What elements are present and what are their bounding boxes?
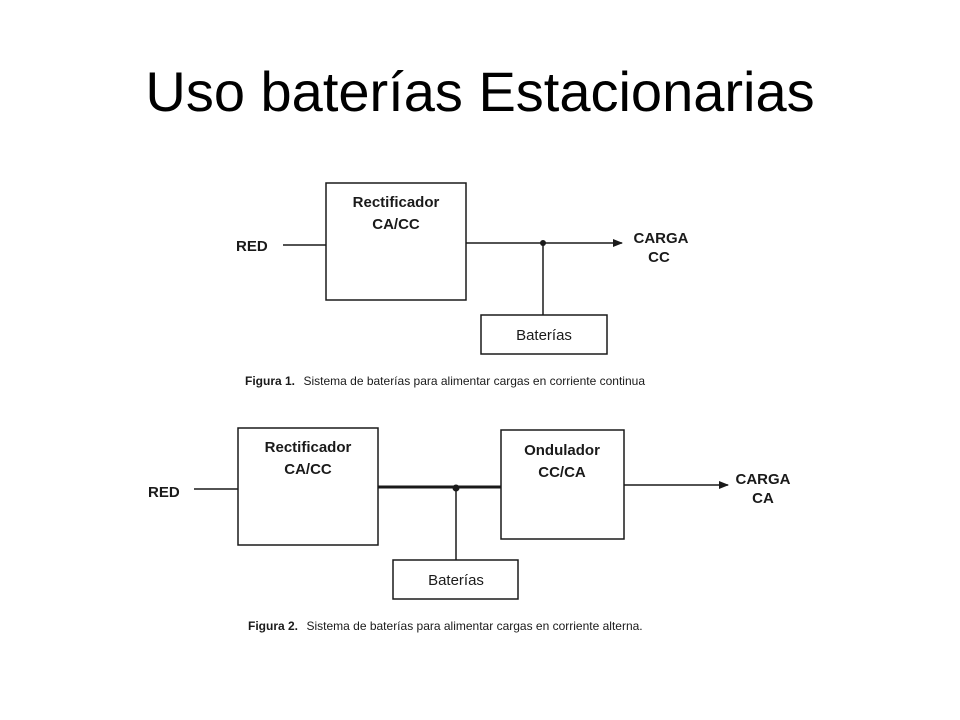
fig2-output-line2: CA xyxy=(752,490,774,507)
fig1-rectifier-line2: CA/CC xyxy=(372,216,420,233)
fig1-battery-label: Baterías xyxy=(516,327,572,344)
figure-2: RED Rectificador CA/CC Ondulador CC/CA C… xyxy=(148,427,791,634)
fig2-caption: Figura 2. Sistema de baterías para alime… xyxy=(248,617,643,634)
figure-1: RED Rectificador CA/CC CARGA CC Baterías… xyxy=(236,182,689,389)
fig2-battery-box xyxy=(392,559,519,600)
fig2-caption-label: Figura 2. xyxy=(248,619,298,633)
fig2-battery-label: Baterías xyxy=(428,572,484,589)
fig1-caption-text: Sistema de baterías para alimentar carga… xyxy=(303,374,645,388)
slide-title: Uso baterías Estacionarias xyxy=(145,60,815,123)
fig2-caption-text: Sistema de baterías para alimentar carga… xyxy=(306,619,642,633)
fig1-caption: Figura 1. Sistema de baterías para alime… xyxy=(245,372,645,389)
fig2-inverter-line2: CC/CA xyxy=(538,464,586,481)
fig2-input-label: RED xyxy=(148,484,180,501)
fig2-rectifier-line1: Rectificador xyxy=(265,439,352,456)
fig2-inverter-line1: Ondulador xyxy=(524,442,600,459)
fig1-output-line2: CC xyxy=(648,249,670,266)
fig1-battery-box xyxy=(480,314,608,355)
fig1-caption-label: Figura 1. xyxy=(245,374,295,388)
fig1-output-line1: CARGA xyxy=(634,230,689,247)
fig2-rectifier-line2: CA/CC xyxy=(284,461,332,478)
fig2-output-line1: CARGA xyxy=(736,471,791,488)
fig1-rectifier-box xyxy=(325,182,467,301)
fig1-input-label: RED xyxy=(236,238,268,255)
fig1-rectifier-line1: Rectificador xyxy=(353,194,440,211)
